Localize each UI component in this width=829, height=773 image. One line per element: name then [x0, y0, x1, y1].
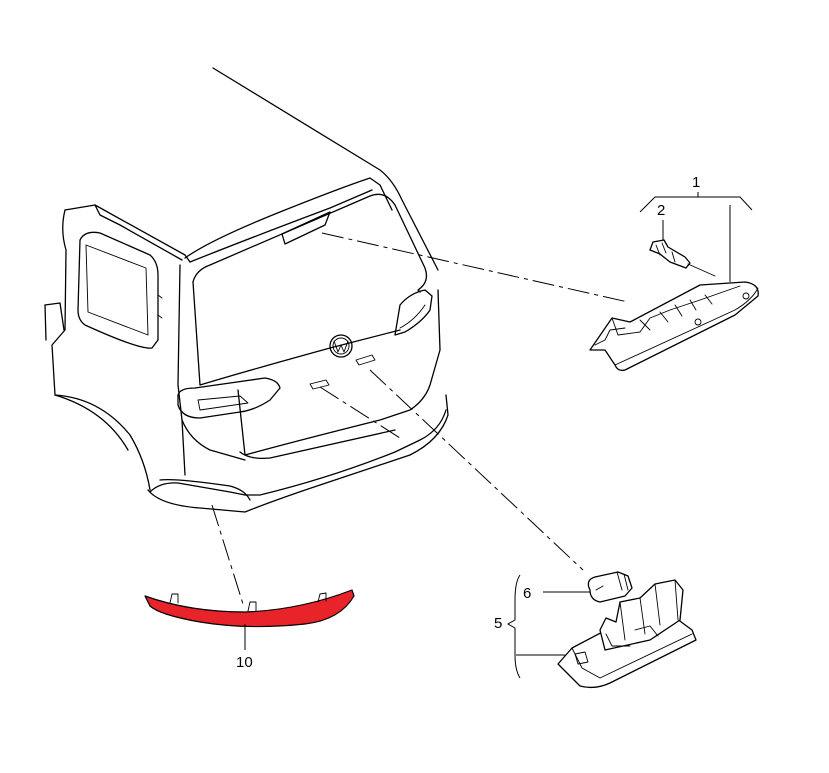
- callout-6: 6: [523, 585, 531, 602]
- callout-2: 2: [657, 202, 665, 219]
- vehicle-rear: [44, 67, 449, 513]
- part-2-connector[interactable]: [649, 239, 716, 277]
- part-10-reflector[interactable]: [144, 589, 355, 628]
- callout-lines: [244, 192, 753, 679]
- reflector-strip[interactable]: [144, 589, 355, 628]
- part-1-brake-lamp[interactable]: [589, 281, 759, 372]
- leader-lines: [211, 232, 629, 605]
- callout-10: 10: [236, 654, 253, 671]
- callout-5: 5: [494, 615, 502, 632]
- callout-1: 1: [692, 174, 700, 191]
- part-6-bulb[interactable]: [587, 571, 633, 603]
- part-5-licence-lamp[interactable]: [557, 579, 697, 689]
